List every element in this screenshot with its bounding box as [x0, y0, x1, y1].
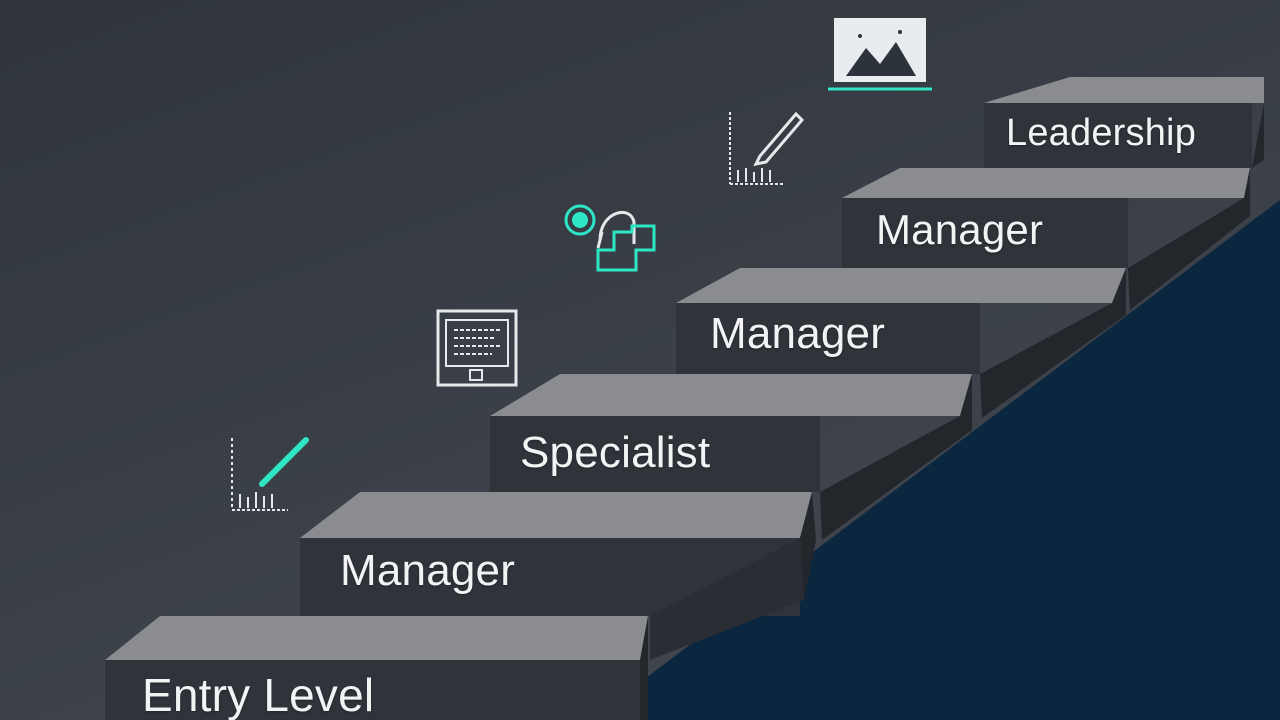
step-side [620, 616, 648, 720]
step-manager-2 [676, 268, 1126, 418]
step-manager-1 [300, 492, 816, 660]
step-side [1128, 168, 1250, 310]
step-front [842, 198, 1128, 268]
step-side [980, 268, 1126, 418]
step-entry-level [105, 616, 648, 720]
step-top [105, 616, 648, 660]
step-label-manager: Manager [876, 206, 1044, 253]
step-leadership [984, 77, 1264, 168]
mountain-image-icon [828, 18, 932, 91]
headset-person-icon [564, 204, 656, 272]
step-side [800, 492, 816, 600]
step-side [1252, 103, 1264, 168]
step-front [490, 416, 820, 492]
step-specialist [490, 374, 972, 540]
pencil-chart-icon [729, 111, 805, 185]
step-front [676, 303, 980, 374]
step-label-manager: Manager [710, 309, 886, 358]
step-manager-3 [842, 168, 1250, 310]
step-front [105, 660, 640, 720]
step-top [676, 268, 1126, 303]
step-top [490, 374, 972, 416]
step-front [984, 103, 1252, 168]
step-top [842, 168, 1250, 198]
step-label-entry-level: Entry Level [142, 669, 375, 720]
growth-chart-icon [231, 437, 309, 511]
step-label-leadership: Leadership [1006, 112, 1197, 154]
step-side [820, 374, 972, 540]
step-top [300, 492, 812, 538]
step-label-manager: Manager [340, 546, 516, 595]
step-top [984, 77, 1264, 103]
computer-monitor-icon [436, 309, 518, 387]
step-side [650, 538, 804, 660]
step-label-specialist: Specialist [520, 428, 711, 477]
